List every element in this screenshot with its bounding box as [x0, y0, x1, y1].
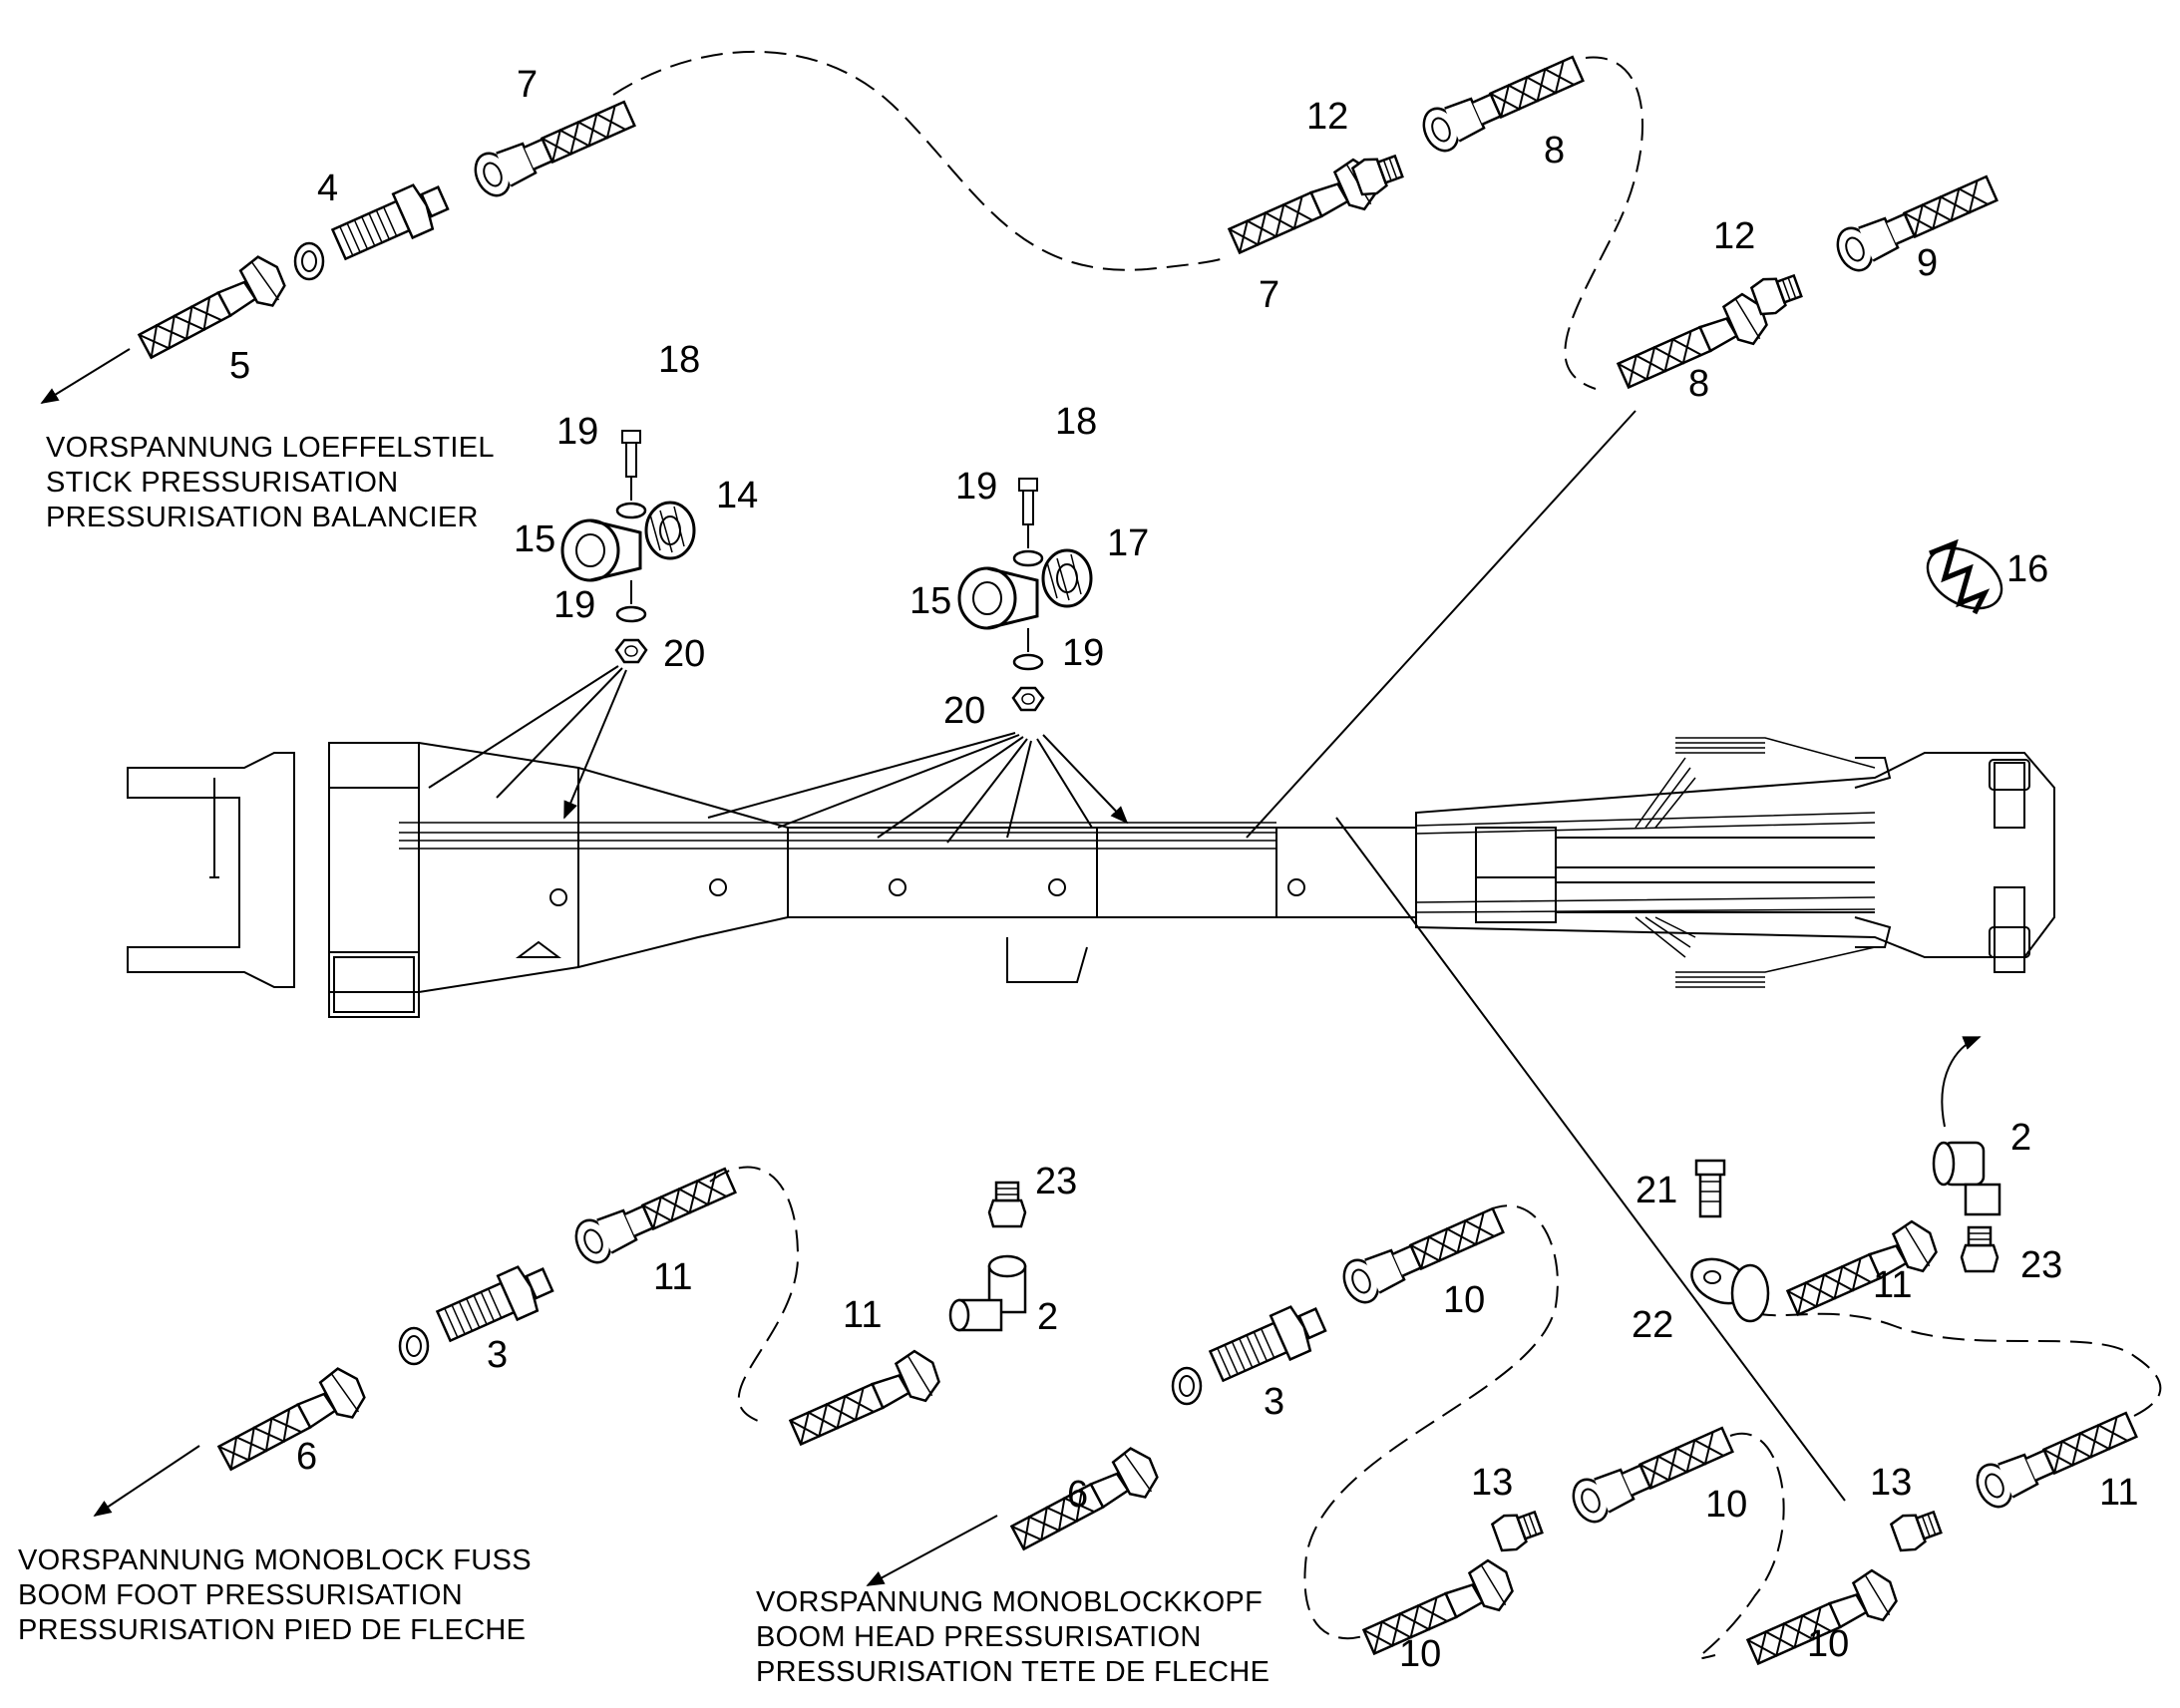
clamp-assembly-left [428, 429, 696, 818]
callout-7: 7 [1259, 274, 1280, 316]
caption-line: BOOM FOOT PRESSURISATION [18, 1579, 464, 1611]
caption-line: VORSPANNUNG LOEFFELSTIEL [46, 432, 495, 464]
callout-11: 11 [1873, 1264, 1913, 1306]
boom-structure [127, 737, 2055, 1018]
callout-19: 19 [556, 411, 599, 453]
callout-15: 15 [514, 518, 556, 560]
callout-8: 8 [1544, 130, 1566, 171]
callout-2: 2 [2010, 1117, 2032, 1159]
callout-18: 18 [1055, 401, 1098, 443]
boom-foot-hose-assembly [93, 1159, 1027, 1517]
callout-3: 3 [1264, 1381, 1285, 1423]
boom-head-hose-assembly [866, 817, 2162, 1675]
callout-11: 11 [653, 1256, 693, 1298]
stick-hose-assembly [40, 47, 2002, 839]
callout-5: 5 [229, 345, 251, 387]
callout-7: 7 [517, 64, 539, 106]
callout-19: 19 [1062, 632, 1105, 674]
callout-3: 3 [487, 1334, 509, 1376]
caption-line: PRESSURISATION BALANCIER [46, 502, 479, 533]
caption-line: STICK PRESSURISATION [46, 467, 399, 499]
callout-12: 12 [1713, 215, 1756, 257]
callout-23: 23 [2020, 1244, 2063, 1286]
caption-line: BOOM HEAD PRESSURISATION [756, 1621, 1202, 1653]
callout-17: 17 [1107, 522, 1150, 564]
callout-12: 12 [1306, 96, 1349, 138]
callout-16: 16 [2006, 548, 2049, 590]
caption-boom-head-pressurisation: VORSPANNUNG MONOBLOCKKOPF BOOM HEAD PRES… [756, 1585, 1270, 1690]
callout-18: 18 [658, 339, 701, 381]
callout-14: 14 [716, 475, 759, 516]
callout-13: 13 [1471, 1462, 1514, 1504]
callout-22: 22 [1632, 1304, 1674, 1346]
caption-line: VORSPANNUNG MONOBLOCKKOPF [756, 1586, 1264, 1618]
caption-line: VORSPANNUNG MONOBLOCK FUSS [18, 1544, 532, 1576]
callout-19: 19 [955, 466, 998, 508]
callout-13: 13 [1870, 1462, 1913, 1504]
callout-20: 20 [943, 690, 986, 732]
callout-21: 21 [1635, 1170, 1678, 1211]
callout-11: 11 [843, 1294, 883, 1336]
spring-part-16 [1926, 538, 2003, 615]
callout-9: 9 [1917, 242, 1939, 284]
boom-head-arrow [1941, 1036, 1982, 1128]
callout-4: 4 [317, 168, 339, 209]
callout-10: 10 [1399, 1633, 1442, 1675]
callout-20: 20 [663, 633, 706, 675]
caption-line: PRESSURISATION TETE DE FLECHE [756, 1656, 1271, 1688]
callout-10: 10 [1705, 1484, 1748, 1526]
callout-11: 11 [2099, 1472, 2139, 1514]
caption-boom-foot-pressurisation: VORSPANNUNG MONOBLOCK FUSS BOOM FOOT PRE… [18, 1543, 532, 1648]
callout-6: 6 [1067, 1474, 1089, 1516]
clamp-assembly-right [707, 477, 1127, 844]
callout-10: 10 [1807, 1623, 1850, 1665]
callout-15: 15 [909, 580, 952, 622]
callout-10: 10 [1443, 1279, 1486, 1321]
caption-stick-pressurisation: VORSPANNUNG LOEFFELSTIEL STICK PRESSURIS… [46, 431, 495, 535]
callout-19: 19 [553, 584, 596, 626]
callout-23: 23 [1035, 1161, 1078, 1202]
callout-2: 2 [1037, 1296, 1059, 1338]
caption-line: PRESSURISATION PIED DE FLECHE [18, 1614, 527, 1646]
callout-6: 6 [296, 1436, 318, 1478]
callout-8: 8 [1688, 363, 1710, 405]
